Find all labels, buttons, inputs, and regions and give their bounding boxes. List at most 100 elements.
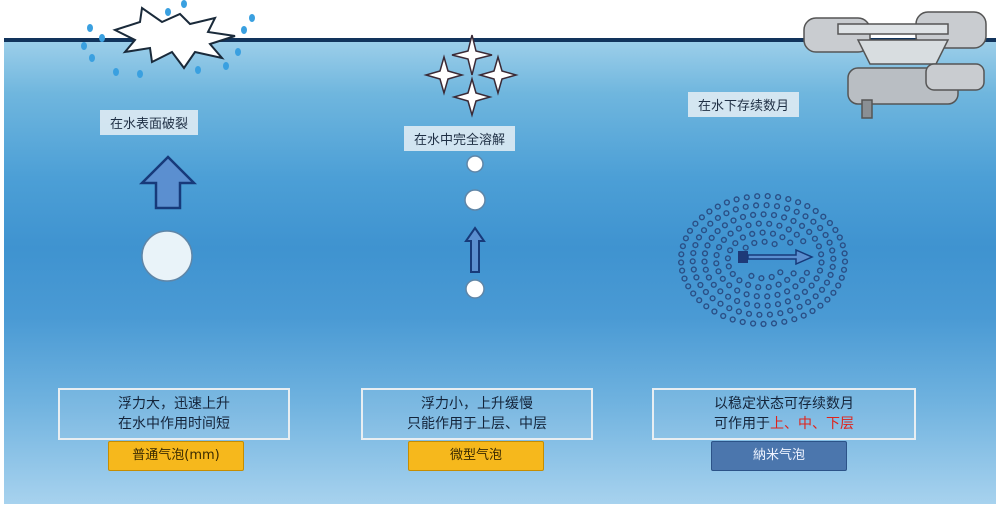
nano-bubble-dot — [743, 291, 750, 298]
nano-bubble-dot — [764, 302, 771, 309]
description-prefix: 可作用于 — [714, 416, 770, 432]
nano-bubble-dot — [796, 303, 803, 310]
nano-bubble-dot — [735, 225, 743, 232]
description-line: 可作用于上、中、下层 — [654, 414, 914, 434]
nano-bubble-dot — [697, 281, 704, 289]
nano-bubble-dot — [703, 303, 710, 310]
nano-bubble-dot — [755, 284, 762, 291]
nano-bubble-dot — [793, 294, 801, 301]
nano-bubble-dot — [822, 231, 829, 239]
nano-bubble-dot — [769, 230, 777, 237]
description-line: 只能作用于上层、中层 — [407, 416, 547, 432]
nano-bubble-dot — [792, 283, 799, 290]
nano-bubble-dot — [826, 239, 833, 246]
dissolve-label: 在水中完全溶解 — [404, 126, 516, 151]
nano-bubble-dot — [714, 227, 721, 235]
nano-bubble-dot — [743, 300, 751, 308]
nano-bubble-dot — [815, 243, 823, 250]
micro-bubbles — [464, 155, 486, 299]
nano-bubble-dot — [745, 222, 752, 229]
nano-bubble-dot — [732, 240, 739, 247]
description-line: 在水中作用时间短 — [118, 416, 230, 432]
nano-bubble-dot — [818, 259, 825, 266]
nano-bubble-dot — [808, 282, 815, 289]
nano-bubble-dot — [810, 218, 817, 225]
nano-bubble-dot — [813, 275, 820, 282]
nano-bubble-dot — [805, 298, 812, 306]
nano-bubble-dot — [711, 308, 718, 315]
nano-bubble-dot — [739, 213, 747, 221]
nano-bubble-description: 以稳定状态可存续数月 可作用于上、中、下层 — [652, 388, 916, 440]
nano-bubble-dot — [692, 241, 699, 249]
ordinary-bubble-description: 浮力大，迅速上升 在水中作用时间短 — [58, 388, 290, 440]
nano-bubble-dot — [726, 247, 734, 254]
nano-bubble-dot — [818, 286, 826, 293]
sparkle-icon — [423, 34, 519, 118]
nano-bubble-dot — [724, 293, 732, 300]
nano-bubble-dot — [761, 238, 768, 245]
nano-bubble-dot — [826, 219, 834, 227]
nano-bubble-dot — [830, 289, 837, 296]
nano-bubble-dot — [773, 203, 781, 210]
nano-bubble-dot — [702, 266, 709, 273]
nano-bubble-dot — [742, 244, 749, 251]
nano-bubble-dot — [681, 275, 688, 282]
nano-bubble-dot — [835, 282, 842, 289]
nano-bubble-dot — [713, 251, 720, 259]
nano-bubble-dot — [827, 271, 834, 279]
ordinary-bubble-button[interactable]: 普通气泡(mm) — [108, 441, 244, 471]
nano-bubble-dot — [779, 234, 786, 241]
nano-bubble-dot — [760, 211, 767, 218]
nano-bubble-dot — [766, 311, 774, 318]
nano-bubble-dot — [777, 310, 784, 317]
nano-bubble-dot — [790, 217, 797, 225]
description-line: 以稳定状态可存续数月 — [714, 396, 854, 412]
nano-bubble-dot — [754, 302, 761, 309]
right-arrow-icon — [738, 248, 814, 266]
nano-bubble-dot — [787, 307, 794, 314]
nano-bubble-dot — [707, 220, 714, 227]
nano-bubble-dot — [752, 202, 760, 209]
nano-bubble-dot — [754, 193, 761, 200]
nano-bubble-dot — [785, 195, 792, 203]
nano-bubble-dot — [787, 239, 794, 246]
nano-bubble-button[interactable]: 納米气泡 — [711, 441, 847, 471]
nano-bubble-dot — [830, 255, 837, 262]
nano-bubble-dot — [777, 269, 784, 276]
nano-bubble-dot — [749, 211, 757, 219]
nano-bubble-dot — [734, 287, 741, 294]
nano-bubble-dot — [723, 199, 731, 206]
micro-bubble-button[interactable]: 微型气泡 — [408, 441, 544, 471]
nano-bubble-dot — [803, 269, 810, 276]
nano-bubble-dot — [766, 220, 773, 227]
nano-bubble-dot — [775, 281, 782, 288]
nano-bubble-dot — [730, 217, 737, 224]
nano-bubble-dot — [735, 308, 743, 315]
nano-bubble-dot — [809, 307, 816, 315]
nano-bubble-dot — [721, 222, 729, 229]
nano-bubble-dot — [794, 199, 802, 206]
nano-bubble-dot — [783, 205, 791, 212]
nano-bubble-dot — [701, 250, 709, 257]
nano-bubble-dot — [677, 259, 685, 266]
nano-bubble-dot — [724, 255, 732, 262]
nano-bubble-dot — [812, 293, 819, 300]
nano-bubble-dot — [829, 247, 836, 254]
nano-bubble-dot — [838, 274, 845, 281]
nano-bubble-dot — [700, 227, 708, 234]
nano-bubble-dot — [743, 194, 750, 201]
nano-bubble-dot — [785, 226, 792, 233]
nano-bubble-dot — [816, 267, 824, 274]
nano-bubble-dot — [781, 318, 788, 325]
nano-bubble-dot — [689, 258, 696, 265]
nano-bubble-dot — [817, 224, 824, 232]
nano-bubble-dot — [742, 203, 749, 210]
nano-bubble-dot — [758, 275, 765, 282]
nano-bubble-dot — [793, 208, 800, 215]
nano-bubble-dot — [690, 249, 697, 257]
nano-bubble-dot — [784, 298, 792, 305]
nano-bubble-dot — [690, 266, 697, 273]
nano-bubble-dot — [811, 235, 819, 242]
nano-bubble-dot — [744, 281, 752, 289]
nano-bubble-dot — [685, 283, 692, 290]
